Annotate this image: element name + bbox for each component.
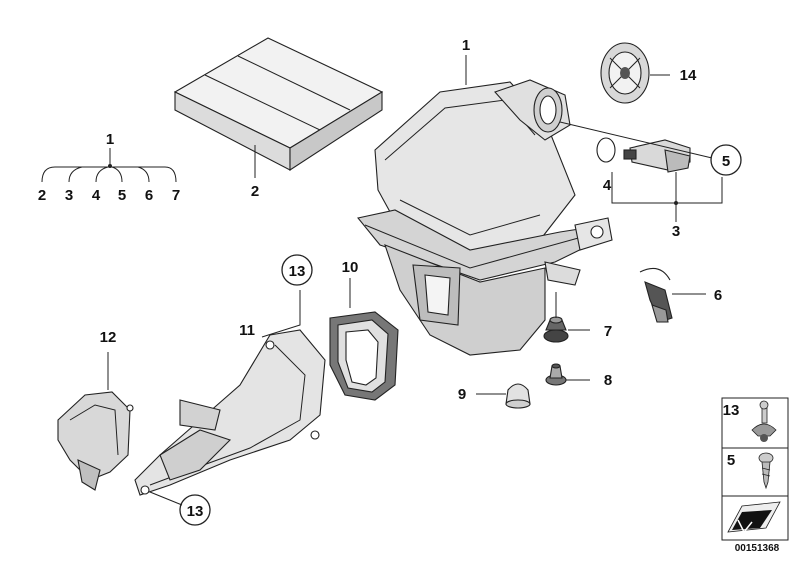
direction-arrow-icon bbox=[727, 501, 781, 534]
group-item-3: 3 bbox=[65, 187, 73, 204]
callout-5: 5 bbox=[722, 153, 730, 170]
legend-label-13: 13 bbox=[723, 402, 740, 419]
callout-4: 4 bbox=[603, 177, 612, 194]
callout-1: 1 bbox=[462, 37, 470, 54]
bracket-3 bbox=[611, 172, 723, 204]
intake-scoop-12 bbox=[57, 391, 134, 491]
air-filter-element bbox=[173, 37, 384, 172]
group-item-5: 5 bbox=[118, 187, 126, 204]
callout-11: 11 bbox=[239, 322, 255, 339]
group-item-7: 7 bbox=[172, 187, 180, 204]
group-1-bracket bbox=[41, 148, 177, 183]
callout-10: 10 bbox=[342, 259, 359, 276]
mass-air-flow-sensor bbox=[596, 137, 691, 173]
hardware-legend bbox=[721, 397, 789, 541]
callout-circle-13-top bbox=[281, 254, 313, 286]
intake-duct-11 bbox=[134, 329, 326, 496]
grommet-14 bbox=[600, 42, 650, 104]
rivet-icon bbox=[751, 400, 777, 442]
callout-13-bottom: 13 bbox=[187, 503, 204, 520]
seal-10 bbox=[329, 311, 399, 401]
callout-6: 6 bbox=[714, 287, 722, 304]
rubber-mount-7 bbox=[543, 316, 569, 343]
legend-label-5: 5 bbox=[727, 452, 735, 469]
callout-13-top: 13 bbox=[289, 263, 306, 280]
callout-1-group: 1 bbox=[106, 131, 114, 148]
cap-9 bbox=[505, 383, 531, 409]
callout-9: 9 bbox=[458, 386, 466, 403]
document-number: 00151368 bbox=[735, 543, 780, 554]
group-item-4: 4 bbox=[92, 187, 101, 204]
callout-3: 3 bbox=[672, 223, 680, 240]
callout-circle-13-bottom bbox=[179, 494, 211, 526]
leader-11 bbox=[261, 290, 301, 338]
air-filter-housing bbox=[357, 79, 613, 356]
screw-icon bbox=[758, 452, 774, 490]
leader-13-bottom bbox=[149, 491, 183, 506]
group-item-2: 2 bbox=[38, 187, 46, 204]
callout-14: 14 bbox=[680, 67, 697, 84]
leader-5-top bbox=[559, 121, 713, 159]
callout-circle-5 bbox=[710, 144, 742, 176]
callout-12: 12 bbox=[100, 329, 117, 346]
callout-8: 8 bbox=[604, 372, 612, 389]
group-item-6: 6 bbox=[145, 187, 153, 204]
bushing-8 bbox=[545, 363, 567, 386]
clip-6 bbox=[639, 267, 673, 323]
callout-7: 7 bbox=[604, 323, 612, 340]
callout-2: 2 bbox=[251, 183, 259, 200]
